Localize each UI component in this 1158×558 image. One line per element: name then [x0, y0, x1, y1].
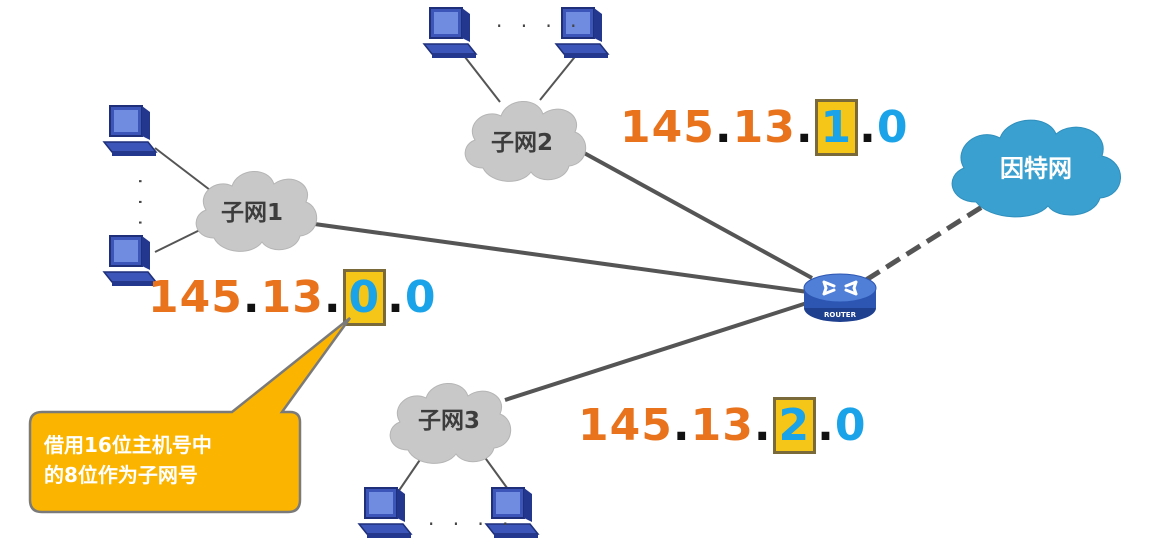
callout-line-2: 的8位作为子网号: [44, 463, 198, 487]
ellipsis-subnet2: · · · ·: [496, 14, 583, 38]
subnet2-cloud: [464, 101, 586, 182]
ellipsis-subnet3: · · · ·: [428, 512, 515, 536]
subnet2-label: 子网2: [490, 130, 554, 156]
subnet1-label: 子网1: [220, 200, 284, 226]
ip-octet-1: 145: [148, 272, 243, 323]
ip-subnet-octet-highlight: 2: [772, 397, 817, 454]
ip-address-subnet1: 145.13.0.0: [148, 269, 437, 326]
ellipsis-subnet1: · · ·: [128, 178, 152, 230]
computer-icon: [102, 235, 158, 286]
ip-address-subnet3: 145.13.2.0: [578, 397, 867, 454]
ip-host-octet: 0: [404, 272, 437, 323]
ip-subnet-octet-highlight: 1: [814, 99, 859, 156]
router-icon: ROUTER: [803, 273, 877, 322]
subnet1-cloud: [195, 171, 317, 252]
ip-octet-2: 13: [690, 400, 754, 451]
ip-octet-1: 145: [620, 102, 715, 153]
internet-label: 因特网: [1000, 154, 1072, 183]
subnet3-label: 子网3: [417, 408, 481, 434]
ip-octet-2: 13: [732, 102, 796, 153]
ip-subnet-octet-highlight: 0: [342, 269, 387, 326]
link-subnet3-router: [504, 300, 811, 402]
callout-line-1: 借用16位主机号中: [44, 433, 212, 457]
ip-host-octet: 0: [876, 102, 909, 153]
ip-address-subnet2: 145.13.1.0: [620, 99, 909, 156]
ip-host-octet: 0: [834, 400, 867, 451]
computer-icon: [484, 487, 540, 538]
ip-octet-1: 145: [578, 400, 673, 451]
link-subnet1-pc-top: [154, 147, 211, 191]
callout-text: 借用16位主机号中 的8位作为子网号: [44, 430, 274, 490]
computer-icon: [422, 7, 478, 58]
computer-icon: [357, 487, 413, 538]
internet-cloud: [951, 119, 1121, 218]
subnet3-cloud: [389, 383, 511, 464]
link-subnet1-router: [299, 220, 809, 294]
ip-octet-2: 13: [260, 272, 324, 323]
computer-icon: [102, 105, 158, 156]
router-label: ROUTER: [824, 311, 857, 319]
link-subnet2-router: [574, 146, 813, 280]
computer-icon: [554, 7, 610, 58]
